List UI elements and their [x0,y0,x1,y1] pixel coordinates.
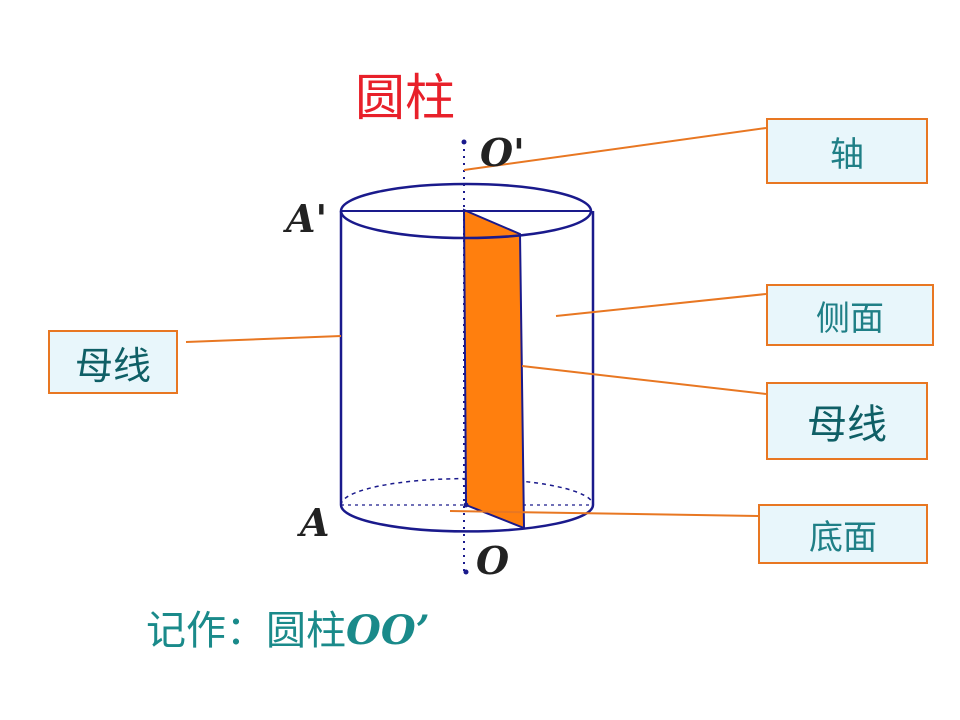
diagram-title: 圆柱 [355,69,455,127]
axial-section [462,208,526,530]
axis-top-point [461,139,467,145]
leader-generatrix-right [521,365,767,395]
label-generatrix-right: 母线 [766,382,928,460]
caption-prefix: 记作：圆柱 [146,608,346,654]
point-label-o-prime: O' [480,130,525,175]
leader-axis [463,127,767,171]
label-lateral-surface: 侧面 [766,284,934,346]
leader-lateral [555,293,767,317]
bottom-ellipse-front [339,504,595,533]
leader-base [449,510,759,517]
center-O [463,502,469,508]
leader-generatrix-left [185,335,342,343]
point-label-a-prime: A' [286,196,328,241]
label-axis: 轴 [766,118,928,184]
axis-bottom-point [463,569,469,575]
notation-caption: 记作：圆柱OO’ [146,598,430,656]
point-label-a: A [300,500,330,545]
label-generatrix-left: 母线 [48,330,178,394]
bottom-ellipse-back [340,477,594,506]
point-label-o: O [476,538,510,583]
label-base: 底面 [758,504,928,564]
caption-symbol: OO’ [346,607,430,654]
